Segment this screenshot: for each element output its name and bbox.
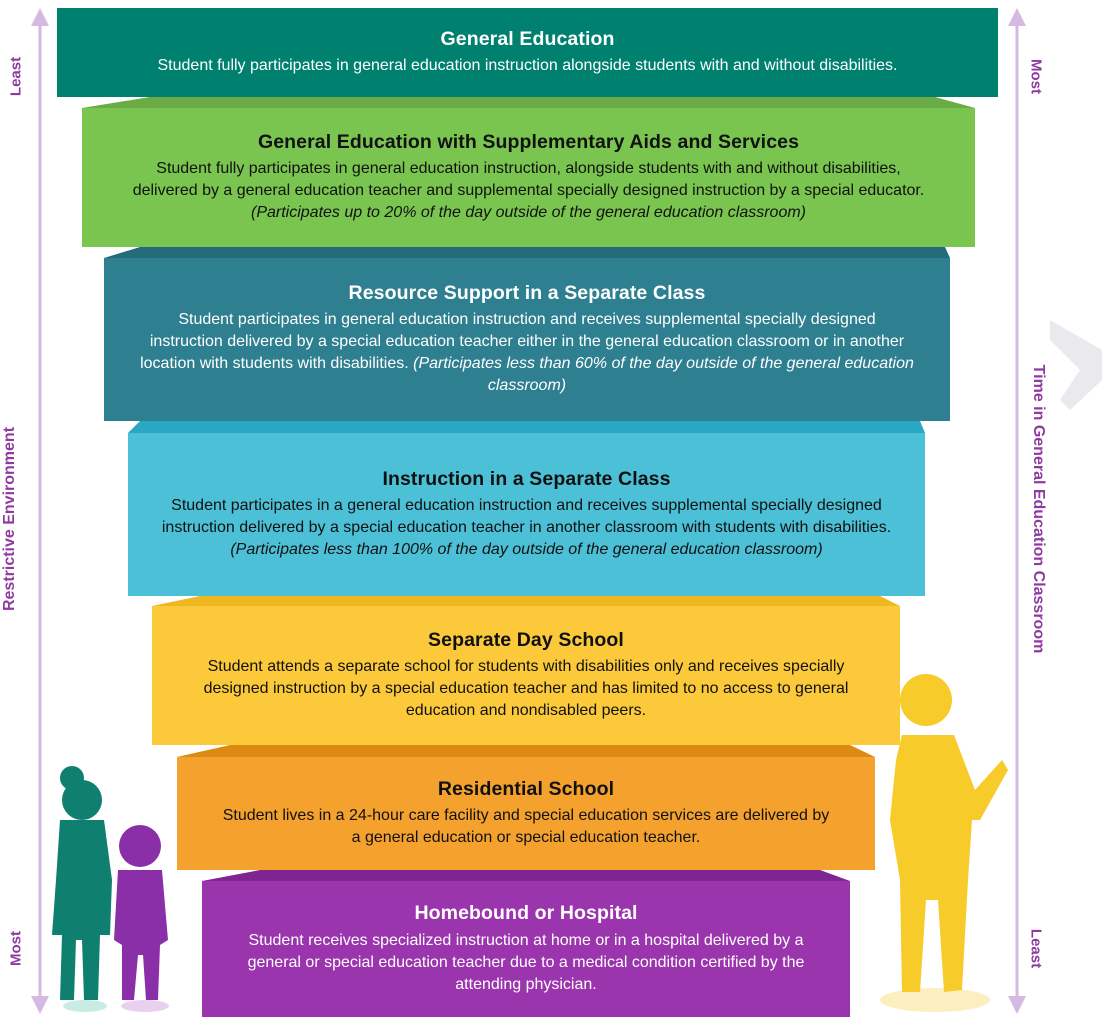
tier-note: (Participates less than 60% of the day o… — [413, 355, 914, 395]
tier-general-education-supplementary: General Education with Supplementary Aid… — [82, 108, 975, 247]
teacher-silhouette — [880, 674, 1008, 1012]
tier-4-bevel — [128, 421, 925, 433]
left-axis-bottom-label: Most — [7, 931, 25, 966]
right-axis-arrow — [1008, 8, 1026, 1014]
tier-description: Student lives in a 24-hour care facility… — [222, 807, 830, 847]
left-axis-arrow — [31, 8, 49, 1014]
tier-homebound-hospital: Homebound or Hospital Student receives s… — [202, 881, 850, 1017]
right-axis-top-label: Most — [1027, 59, 1045, 94]
tier-7-bevel — [202, 870, 850, 881]
tier-description: Student participates in general educatio… — [140, 311, 905, 373]
tier-description-block: Student fully participates in general ed… — [122, 158, 935, 224]
tier-description: Student fully participates in general ed… — [132, 160, 925, 200]
decorative-chevron — [1050, 320, 1102, 410]
tier-title: Residential School — [437, 777, 615, 800]
tier-residential-school: Residential School Student lives in a 24… — [177, 757, 875, 870]
tier-title: General Education with Supplementary Aid… — [257, 130, 800, 153]
tier-general-education: General Education Student fully particip… — [57, 8, 998, 97]
tier-title: Resource Support in a Separate Class — [348, 281, 706, 304]
tier-3-bevel — [104, 247, 950, 258]
tier-description: Student fully participates in general ed… — [157, 57, 898, 75]
tier-description: Student receives specialized instruction… — [247, 931, 805, 993]
tier-title: General Education — [440, 27, 615, 50]
right-axis-title: Time in General Education Classroom — [1030, 364, 1047, 654]
tier-title: Instruction in a Separate Class — [382, 467, 671, 490]
tier-title: Separate Day School — [428, 628, 624, 651]
tier-description: Student participates in a general educat… — [161, 497, 892, 537]
tier-instruction-separate-class: Instruction in a Separate Class Student … — [128, 433, 925, 596]
student-boy-silhouette — [114, 825, 169, 1012]
tier-description: Student attends a separate school for st… — [203, 658, 849, 720]
tier-description-block: Student participates in general educatio… — [140, 309, 914, 397]
student-girl-silhouette — [52, 766, 112, 1012]
tier-6-bevel — [177, 745, 875, 757]
tier-note: (Participates up to 20% of the day outsi… — [251, 204, 806, 222]
right-axis-bottom-label: Least — [1027, 928, 1045, 969]
left-axis-title: Restrictive Environment — [1, 426, 18, 612]
tier-description-block: Student participates in a general educat… — [156, 495, 897, 561]
tier-separate-day-school: Separate Day School Student attends a se… — [152, 606, 900, 745]
tier-5-bevel — [152, 596, 900, 606]
tier-title: Homebound or Hospital — [414, 902, 638, 925]
tier-note: (Participates less than 100% of the day … — [230, 541, 823, 559]
tier-2-bevel — [82, 97, 975, 108]
tier-resource-support: Resource Support in a Separate Class Stu… — [104, 258, 950, 421]
left-axis-top-label: Least — [7, 56, 25, 97]
